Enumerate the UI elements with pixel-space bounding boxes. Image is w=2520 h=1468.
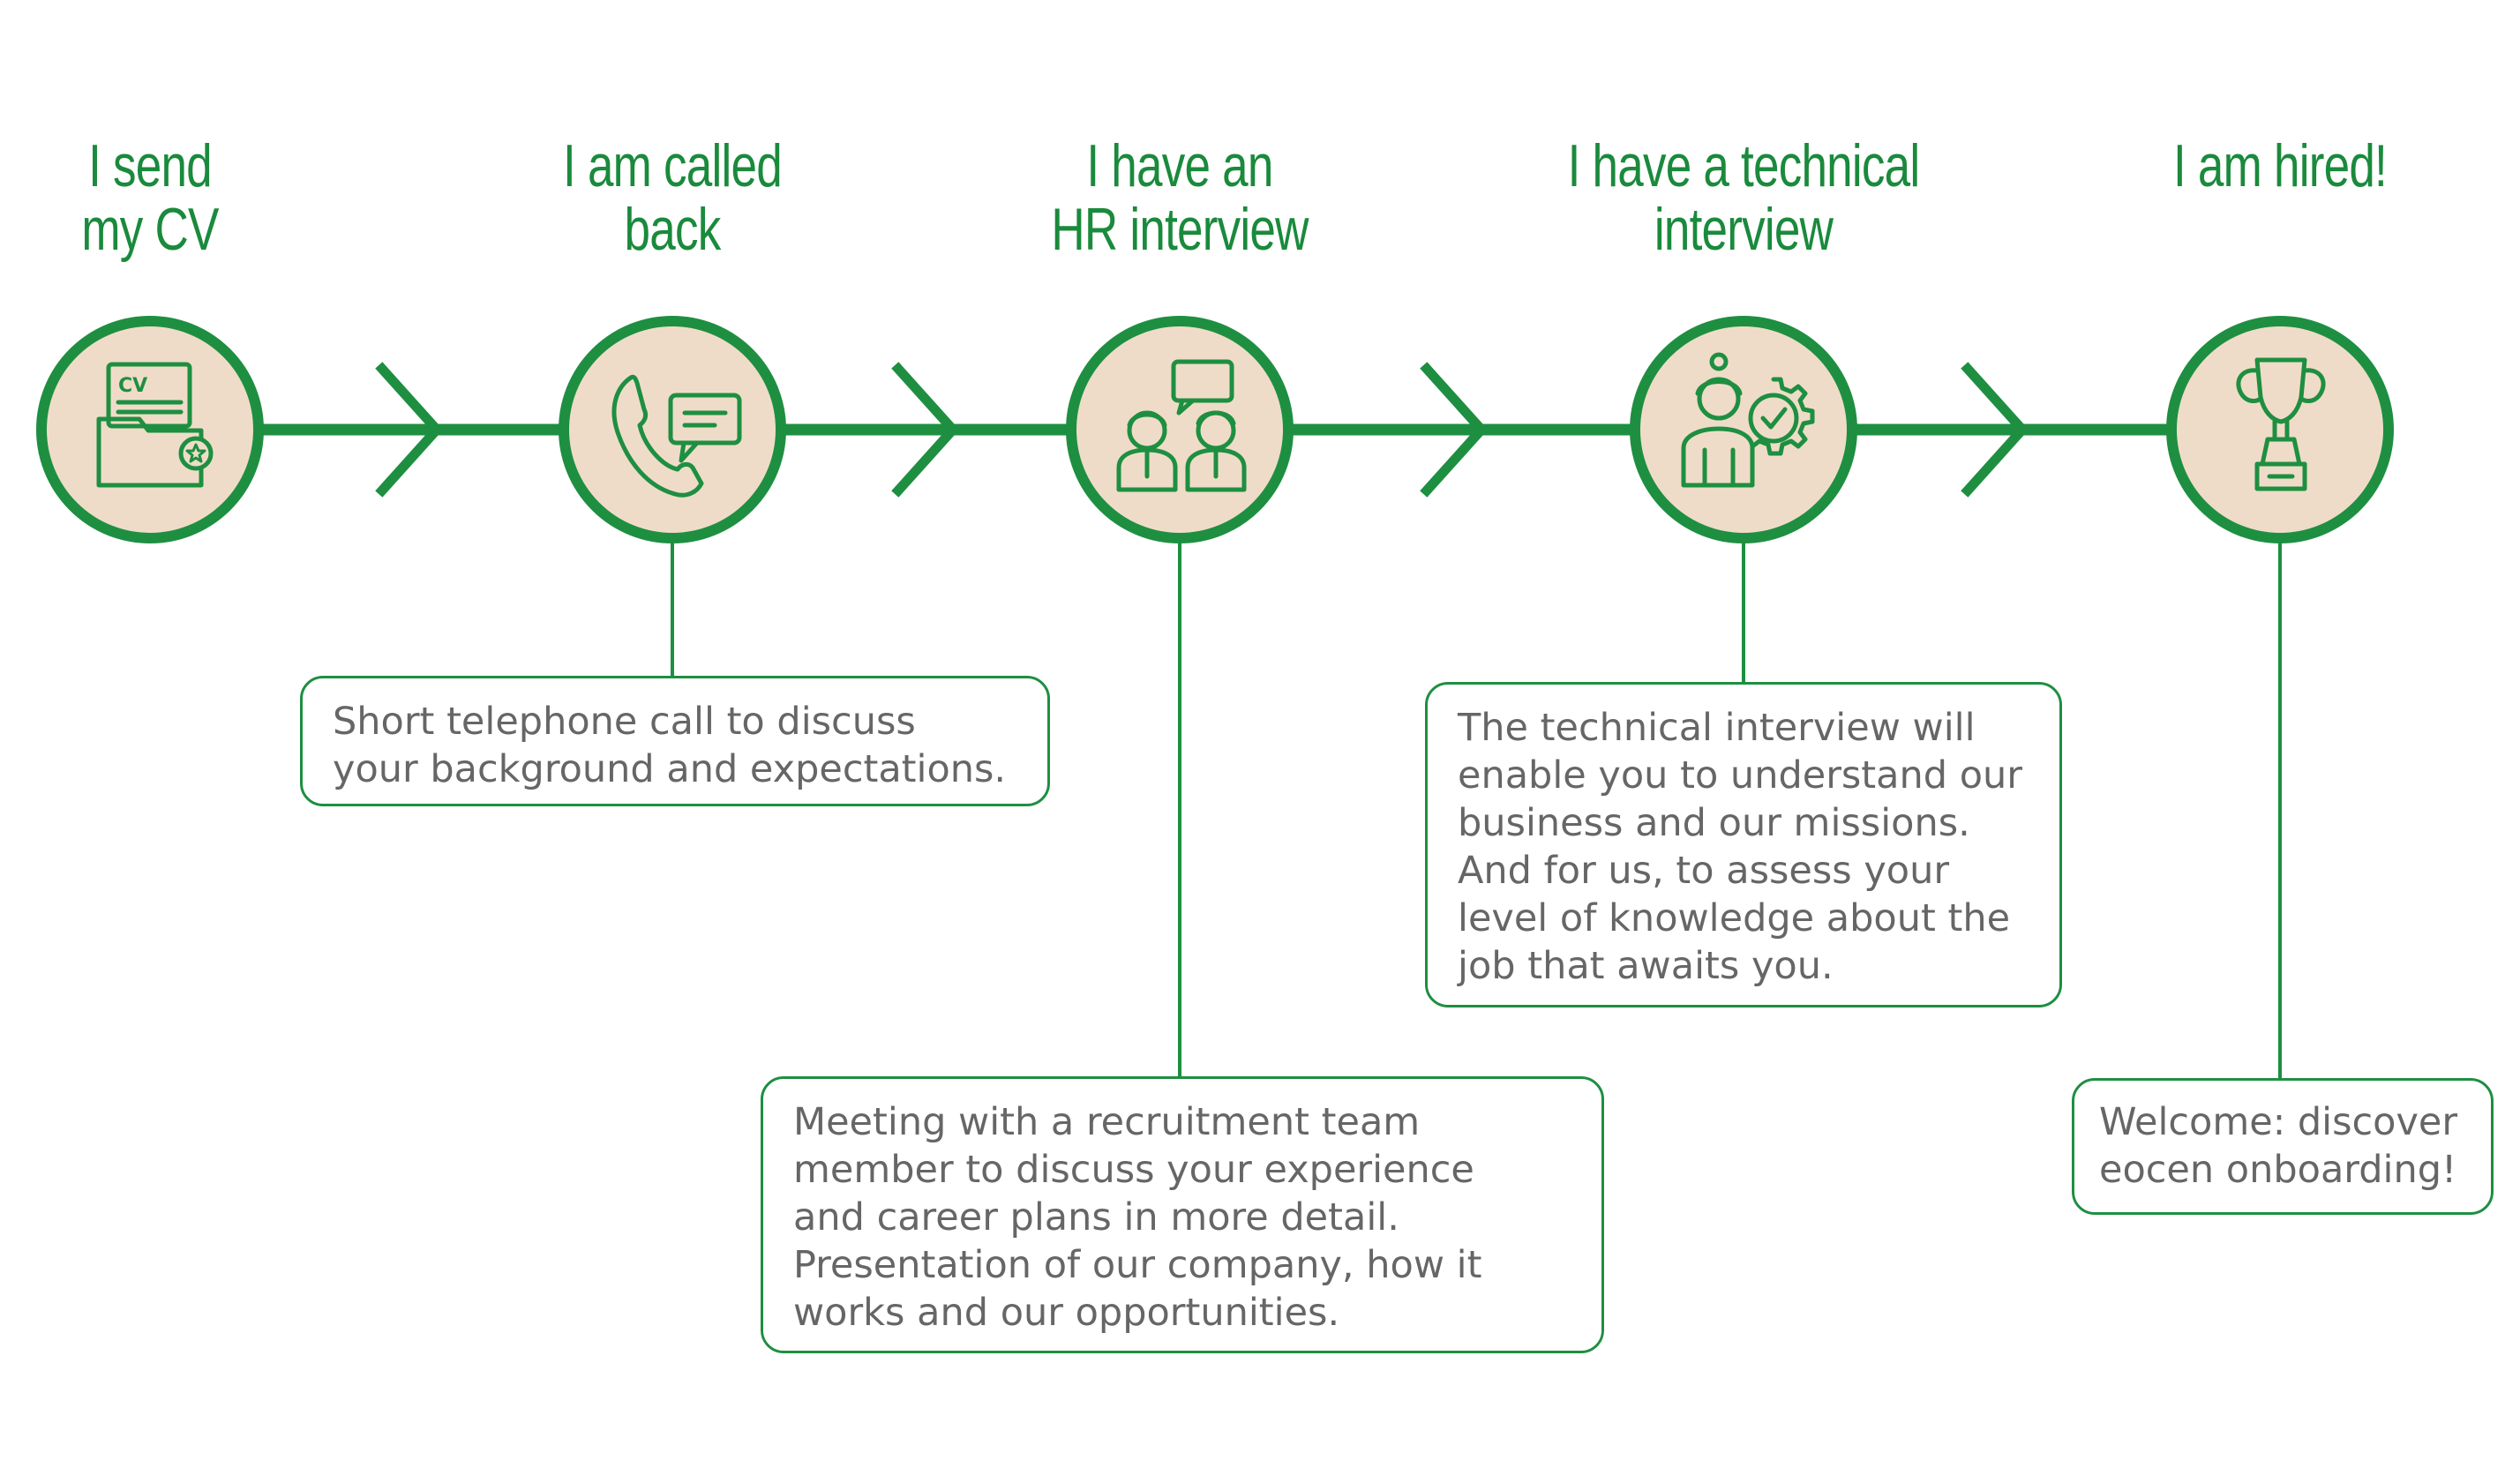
step-circle-3 (1066, 316, 1294, 543)
phone-chat-icon (611, 374, 742, 498)
step-title-5: I am hired! (2173, 132, 2388, 199)
arrow-2 (891, 362, 960, 498)
arrow-4 (1961, 362, 2029, 498)
step-circle-5 (2166, 316, 2394, 543)
step-title-3: I have an HR interview (1051, 132, 1309, 263)
arrow-1 (375, 362, 444, 498)
trophy-icon (2236, 357, 2326, 491)
step-description-5: Welcome: discover eocen onboarding! (2072, 1078, 2494, 1215)
step-circle-4 (1630, 316, 1857, 543)
arrow-3 (1420, 362, 1489, 498)
technical-interview-icon (1681, 352, 1815, 488)
step-description-4: The technical interview will enable you … (1425, 682, 2062, 1007)
step-description-3: Meeting with a recruitment team member t… (761, 1076, 1604, 1353)
step-description-2: Short telephone call to discuss your bac… (300, 676, 1050, 806)
step-title-4: I have a technical interview (1567, 132, 1921, 263)
step-title-1: I send my CV (81, 132, 219, 263)
step-title-2: I am called back (563, 132, 783, 263)
svg-text:CV: CV (118, 375, 147, 397)
cv-folder-icon: CV (96, 362, 214, 488)
hr-interview-icon (1116, 359, 1247, 492)
